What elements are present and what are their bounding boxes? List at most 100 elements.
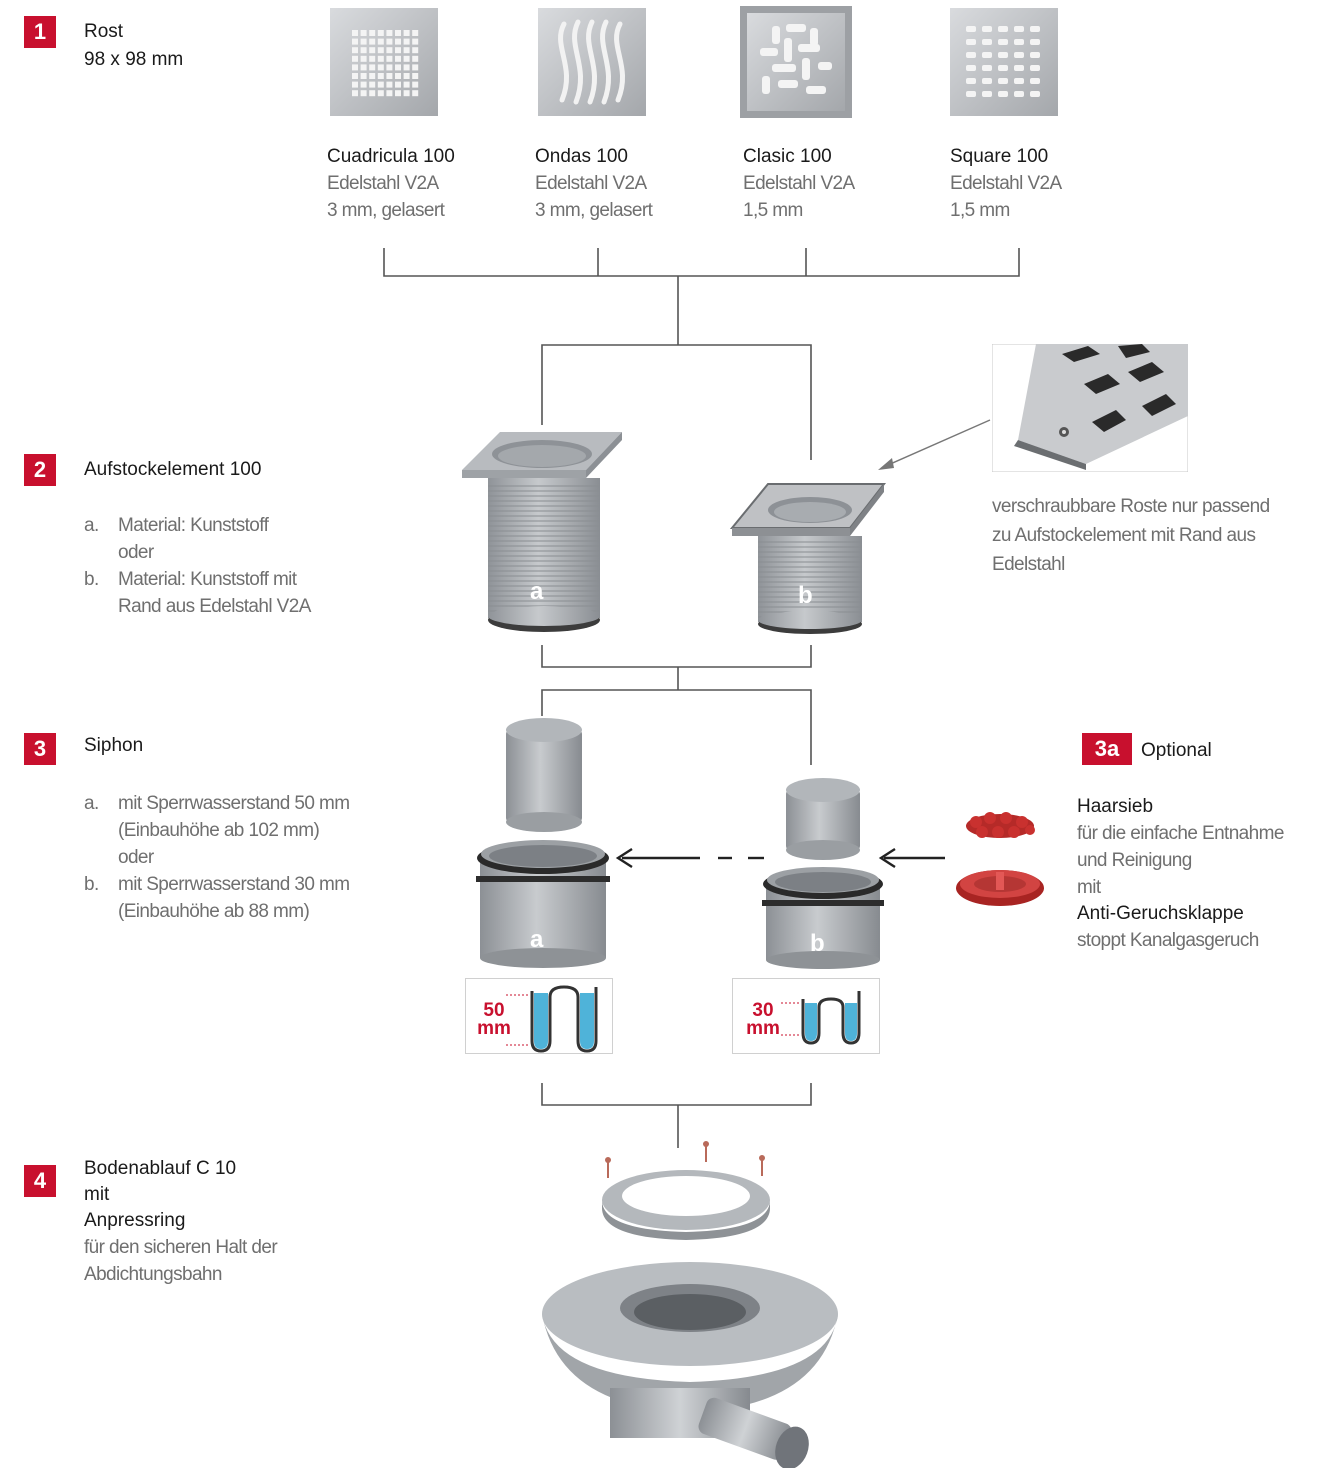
- grate-hole: [352, 55, 358, 62]
- haarsieb-image: [956, 812, 1044, 906]
- grate-hole: [412, 90, 419, 97]
- grate-hole: [998, 26, 1008, 32]
- grate-spec: 1,5 mm: [950, 200, 1010, 221]
- haarsieb-desc-line: und Reinigung: [1077, 850, 1192, 871]
- list-item: b. mit Sperrwasserstand 30 mm(Einbauhöhe…: [84, 871, 414, 925]
- grate-hole: [395, 30, 401, 36]
- section4-desc-line: für den sicheren Halt der: [84, 1237, 278, 1258]
- grate-hole: [1030, 39, 1040, 45]
- grate-hole: [966, 52, 976, 58]
- list-line: Material: Kunststoff mit: [118, 569, 297, 590]
- water-level-a-unit: mm: [477, 1018, 511, 1039]
- grate-hole: [377, 47, 384, 54]
- grate-hole: [352, 73, 358, 79]
- grate-hole: [412, 30, 419, 36]
- haarsieb-arrow: [878, 847, 945, 869]
- section4-title-line: Anpressring: [84, 1210, 186, 1231]
- grate-hole: [412, 55, 419, 62]
- grate-hole: [377, 64, 384, 71]
- grate-hole: [403, 30, 410, 36]
- note-arrow: [878, 419, 991, 470]
- grate-name: Cuadricula 100: [327, 146, 455, 167]
- section4-desc-line: Abdichtungsbahn: [84, 1264, 222, 1285]
- section1-subtitle: 98 x 98 mm: [84, 49, 184, 70]
- grate-hole: [966, 65, 976, 71]
- grate-hole: [395, 64, 401, 71]
- aufstock-bracket: [541, 344, 812, 460]
- grate-hole: [352, 64, 358, 71]
- grate-hole: [1014, 78, 1024, 84]
- grate-spec: 3 mm, gelasert: [327, 200, 445, 221]
- grate-material: Edelstahl V2A: [950, 173, 1062, 194]
- grate-hole: [412, 64, 419, 71]
- grate-hole: [412, 38, 419, 45]
- siphon-arrow: [615, 847, 764, 869]
- grate-hole: [395, 81, 401, 88]
- grate-hole: [377, 81, 384, 88]
- bodenablauf-image: [542, 1262, 838, 1468]
- list-key: a.: [84, 515, 99, 536]
- section3-title: Siphon: [84, 735, 144, 756]
- section4-title-line: mit: [84, 1184, 110, 1205]
- grate-hole: [369, 47, 376, 54]
- water-level-a-diagram: 50 mm: [465, 978, 613, 1054]
- grate-hole: [377, 38, 384, 45]
- grate-hole: [998, 52, 1008, 58]
- grate-hole: [386, 81, 393, 88]
- grate-hole: [412, 73, 419, 79]
- water-level-a-value: 50: [483, 1000, 505, 1021]
- grate-hole: [386, 90, 393, 97]
- grate-1-label: Cuadricula 100 Edelstahl V2A 3 mm, gelas…: [327, 144, 527, 224]
- mit-text: mit: [1077, 877, 1101, 898]
- grate-material: Edelstahl V2A: [743, 173, 855, 194]
- grate-hole: [386, 64, 393, 71]
- haarsieb-title: Haarsieb: [1077, 796, 1154, 817]
- grate-hole: [998, 91, 1008, 97]
- aufstock-label-a: a: [530, 578, 544, 605]
- grate-hole: [395, 73, 401, 79]
- siphon-label-b: b: [810, 930, 825, 957]
- grate-hole: [386, 30, 393, 36]
- grate-hole: [369, 38, 376, 45]
- list-item: a. mit Sperrwasserstand 50 mm(Einbauhöhe…: [84, 790, 414, 871]
- grate-hole: [982, 26, 992, 32]
- grate-hole: [352, 90, 358, 97]
- step-badge-3: 3: [24, 733, 56, 765]
- grate-hole: [369, 90, 376, 97]
- note-line: Edelstahl: [992, 554, 1065, 575]
- water-level-b-diagram: 30 mm: [732, 978, 880, 1054]
- note-line: zu Aufstockelement mit Rand aus: [992, 525, 1256, 546]
- list-key: b.: [84, 874, 99, 895]
- grate-hole: [412, 47, 419, 54]
- grate-hole: [360, 81, 367, 88]
- siphon-b-image: [762, 778, 884, 969]
- grate-material: Edelstahl V2A: [327, 173, 439, 194]
- list-line: Rand aus Edelstahl V2A: [118, 596, 311, 617]
- list-line: (Einbauhöhe ab 88 mm): [118, 901, 310, 922]
- grate-hole: [982, 78, 992, 84]
- list-line: mit Sperrwasserstand 50 mm: [118, 793, 350, 814]
- grate-hole: [360, 90, 367, 97]
- note-line: verschraubbare Roste nur passend: [992, 496, 1270, 517]
- section2-title: Aufstockelement 100: [84, 459, 262, 480]
- grate-hole: [403, 73, 410, 79]
- list-key: a.: [84, 793, 99, 814]
- grate-hole: [982, 91, 992, 97]
- grate-hole: [377, 55, 384, 62]
- grate-hole: [395, 55, 401, 62]
- grate-hole: [395, 47, 401, 54]
- grate-classic-icon: [740, 6, 852, 118]
- siphon-label-a: a: [530, 926, 544, 953]
- grate-wave-icon: [538, 8, 646, 116]
- grate-hole: [360, 30, 367, 36]
- section4-title-line: Bodenablauf C 10: [84, 1158, 237, 1179]
- grate-hole: [1030, 91, 1040, 97]
- grate-hole: [1030, 52, 1040, 58]
- grate-hole: [352, 30, 358, 36]
- grate-hole: [403, 47, 410, 54]
- screw-grate-note: verschraubbare Roste nur passend zu Aufs…: [992, 492, 1322, 579]
- water-level-b-value: 30: [752, 1000, 774, 1021]
- grate-hole: [403, 64, 410, 71]
- grate-hole: [360, 64, 367, 71]
